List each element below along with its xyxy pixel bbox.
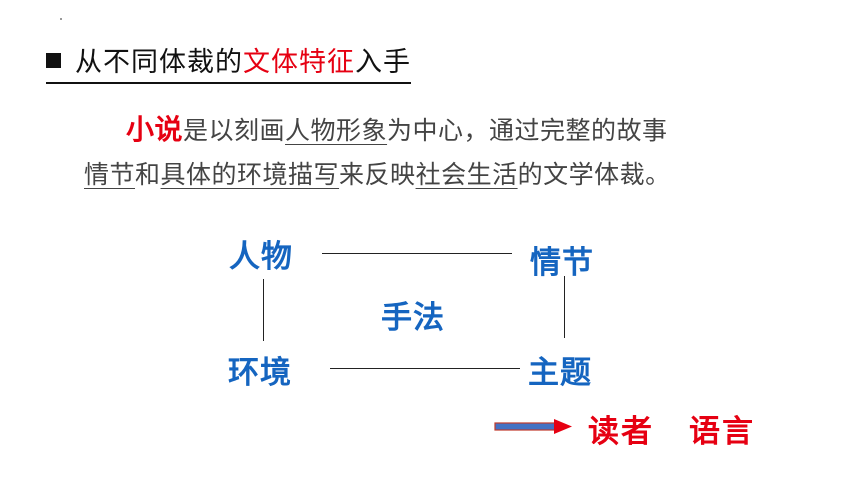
underlined-term: 具体的环境描写 xyxy=(160,160,340,189)
definition-paragraph: 小说是以刻画人物形象为中心，通过完整的故事 情节和具体的环境描写来反映社会生活的… xyxy=(84,108,804,197)
connector-bottom xyxy=(330,368,520,369)
extra-term-language: 语言 xyxy=(689,414,755,450)
node-bottom-left: 环境 xyxy=(228,355,292,391)
square-bullet-icon xyxy=(46,53,61,68)
paragraph-line-1: 小说是以刻画人物形象为中心，通过完整的故事 xyxy=(84,108,804,153)
extra-term-reader: 读者 xyxy=(588,414,654,450)
slide-heading: 从不同体裁的文体特征入手 xyxy=(46,40,411,84)
connector-left xyxy=(263,279,264,341)
underlined-term: 人物形象 xyxy=(285,116,388,145)
key-term: 小说 xyxy=(126,113,184,146)
connector-top xyxy=(322,253,512,254)
heading-suffix: 入手 xyxy=(355,47,411,78)
heading-prefix: 从不同体裁的 xyxy=(75,47,243,78)
node-top-left: 人物 xyxy=(229,239,293,275)
corner-mark xyxy=(60,18,62,20)
node-bottom-right: 主题 xyxy=(528,355,592,391)
paragraph-text: 是以刻画 xyxy=(183,116,286,145)
paragraph-text: 为中心，通过完整的故事 xyxy=(387,116,668,145)
node-center: 手法 xyxy=(381,300,445,336)
connector-right xyxy=(564,276,565,338)
paragraph-text: 的文学体裁。 xyxy=(517,160,671,189)
underlined-term: 情节 xyxy=(84,160,136,189)
right-arrow-icon xyxy=(494,419,572,434)
paragraph-line-2: 情节和具体的环境描写来反映社会生活的文学体裁。 xyxy=(84,153,804,197)
paragraph-text: 来反映 xyxy=(339,160,416,189)
heading-highlight: 文体特征 xyxy=(243,47,355,78)
paragraph-text: 和 xyxy=(135,160,161,189)
node-top-right: 情节 xyxy=(530,245,594,281)
underlined-term: 社会生活 xyxy=(415,160,518,189)
